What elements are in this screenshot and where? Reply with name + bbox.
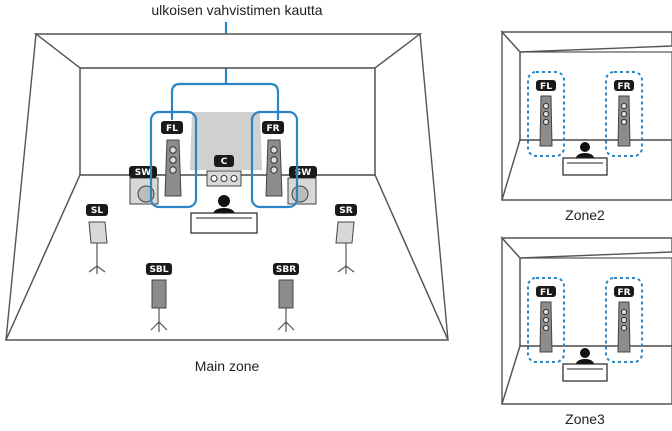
- surround-back-right-speaker: SBR: [273, 263, 299, 332]
- surround-left-speaker: SL: [86, 204, 108, 274]
- fr-highlight: [250, 110, 299, 209]
- zone2-fl-label: FL: [540, 82, 552, 92]
- subwoofer-left: SW: [129, 166, 159, 205]
- sr-label: SR: [339, 206, 352, 216]
- zone3-front-right-speaker: FR: [605, 277, 643, 363]
- front-right-speaker: FR: [250, 110, 299, 209]
- sw-left-label: SW: [135, 168, 151, 178]
- sbl-label: SBL: [149, 265, 168, 275]
- sw-right-label: SW: [295, 168, 311, 178]
- center-speaker: C: [206, 155, 242, 187]
- zone3-listener-sofa: [562, 348, 608, 382]
- fl-highlight: [149, 110, 198, 209]
- fr-label: FR: [266, 124, 279, 134]
- top-caption: ulkoisen vahvistimen kautta: [151, 2, 322, 18]
- zone3-fr-label: FR: [617, 288, 630, 298]
- zone3-front-left-speaker: FL: [527, 277, 565, 363]
- zone2-caption: Zone2: [565, 207, 605, 223]
- surround-back-left-speaker: SBL: [146, 263, 172, 332]
- main-zone-caption: Main zone: [195, 358, 260, 374]
- zone2-front-right-speaker: FR: [605, 71, 643, 157]
- zone2-listener-sofa: [562, 142, 608, 176]
- zone3-fl-label: FL: [540, 288, 552, 298]
- screen-area: [190, 112, 262, 170]
- ceiling: [33, 33, 423, 69]
- zone3-caption: Zone3: [565, 411, 605, 427]
- zone2-fr-label: FR: [617, 82, 630, 92]
- fl-label: FL: [166, 124, 178, 134]
- surround-right-speaker: SR: [335, 204, 357, 274]
- listener-sofa: [190, 195, 258, 234]
- c-label: C: [221, 157, 228, 167]
- zone2-front-left-speaker: FL: [527, 71, 565, 157]
- sl-label: SL: [91, 206, 103, 216]
- front-left-speaker: FL: [149, 110, 198, 209]
- subwoofer-right: SW: [287, 166, 317, 205]
- sbr-label: SBR: [276, 265, 296, 275]
